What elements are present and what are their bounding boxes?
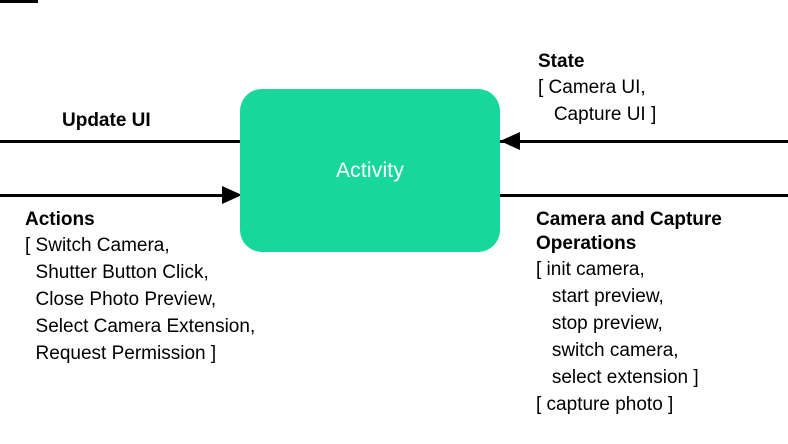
edge-line-camera-operations [496, 194, 788, 197]
list-item: Select Camera Extension, [25, 316, 256, 337]
edge-label-state-heading: State [538, 51, 585, 72]
list-item: Close Photo Preview, [25, 289, 217, 310]
edge-line-state [496, 140, 788, 143]
edge-line-actions [0, 194, 228, 197]
edge-label-actions-heading: Actions [25, 209, 95, 230]
edge-label-camera-operations-heading-line2: Operations [536, 233, 637, 254]
edge-label-camera-operations: Camera and Capture Operations [ init cam… [536, 208, 722, 418]
list-item: start preview, [536, 286, 664, 307]
list-item: stop preview, [536, 313, 663, 334]
arrowhead-actions-icon [222, 186, 242, 204]
edge-label-update-ui: Update UI [62, 109, 151, 133]
list-item: Request Permission ] [25, 343, 217, 364]
list-item: [ Camera UI, [538, 77, 646, 98]
edge-label-camera-operations-heading-line1: Camera and Capture [536, 209, 722, 230]
list-item: switch camera, [536, 340, 679, 361]
node-activity[interactable]: Activity [240, 89, 500, 252]
edge-label-update-ui-text: Update UI [62, 110, 151, 131]
edge-label-actions: Actions [ Switch Camera, Shutter Button … [25, 208, 255, 367]
list-item: Shutter Button Click, [25, 262, 209, 283]
arrowhead-state-icon [500, 132, 520, 150]
edge-label-state: State [ Camera UI, Capture UI ] [538, 50, 656, 128]
corner-marker [0, 0, 38, 3]
list-item: Capture UI ] [538, 104, 657, 125]
node-activity-label: Activity [335, 159, 405, 182]
list-item: [ capture photo ] [536, 394, 674, 415]
list-item: select extension ] [536, 367, 699, 388]
list-item: [ Switch Camera, [25, 235, 170, 256]
edge-line-update-ui [0, 140, 252, 143]
list-item: [ init camera, [536, 259, 645, 280]
